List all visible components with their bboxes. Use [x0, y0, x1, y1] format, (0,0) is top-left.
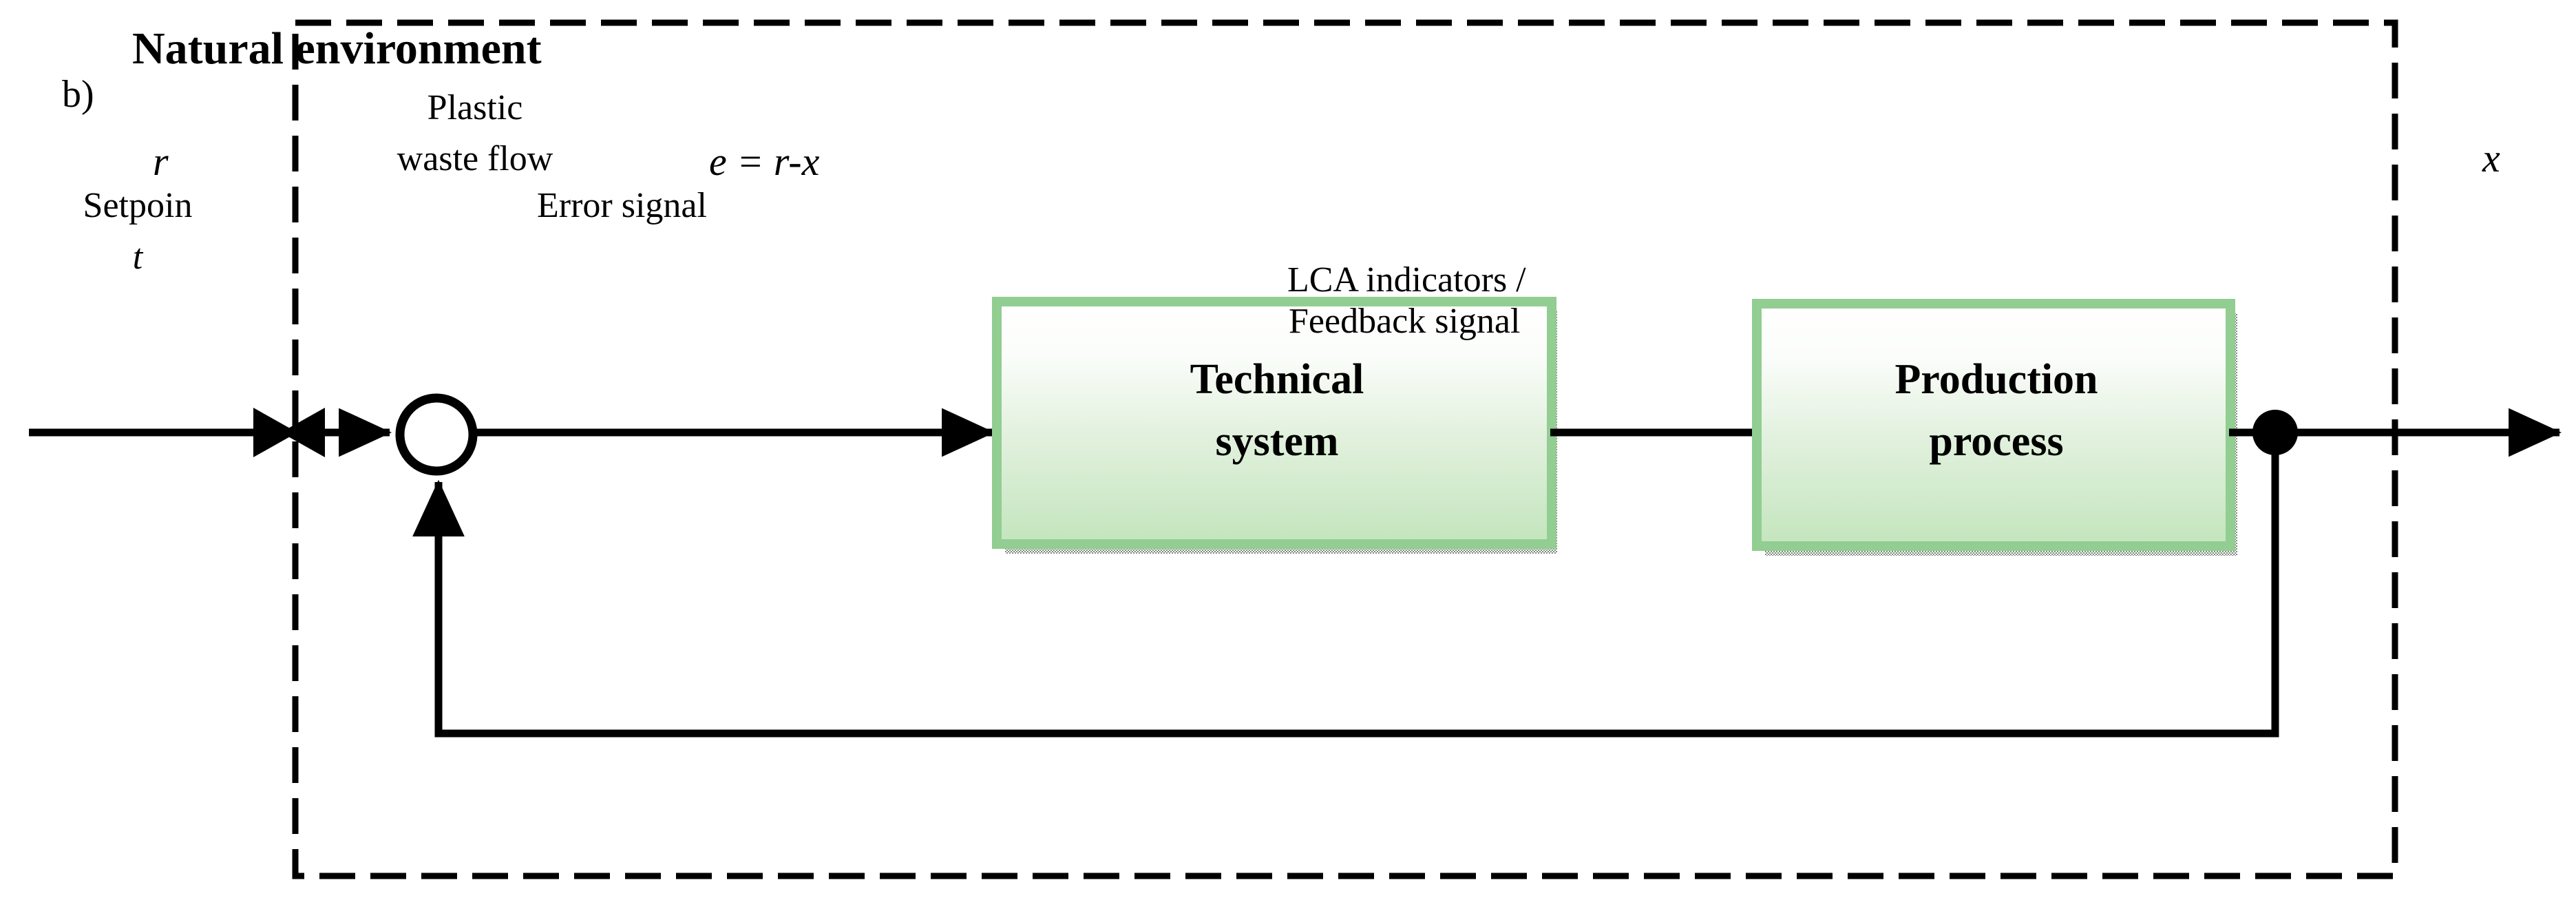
output-symbol-label: x — [2482, 136, 2500, 180]
technical-system-block[interactable] — [992, 297, 1556, 549]
setpoint-line2: t — [132, 237, 143, 277]
page-title: Natural environment — [132, 23, 542, 74]
setpoint-line1: Setpoin — [83, 186, 193, 225]
setpoint-label: Setpoin t — [83, 187, 193, 276]
plastic-waste-flow-line2: waste flow — [397, 138, 553, 178]
lca-indicators-label: LCA indicators / — [1287, 260, 1526, 300]
error-signal-label: Error signal — [537, 186, 707, 225]
plastic-waste-flow-label: Plastic waste flow — [397, 88, 553, 178]
input-symbol-label: r — [153, 139, 169, 184]
summing-junction — [395, 393, 478, 476]
natural-environment-boundary — [292, 19, 2398, 879]
error-equation-label: e = r-x — [709, 139, 820, 184]
feedback-path — [412, 432, 2279, 738]
feedback-signal-label: Feedback signal — [1289, 302, 1521, 341]
plastic-waste-flow-line1: Plastic — [427, 88, 523, 127]
production-process-block[interactable] — [1752, 299, 2235, 551]
panel-label: b) — [62, 73, 94, 116]
